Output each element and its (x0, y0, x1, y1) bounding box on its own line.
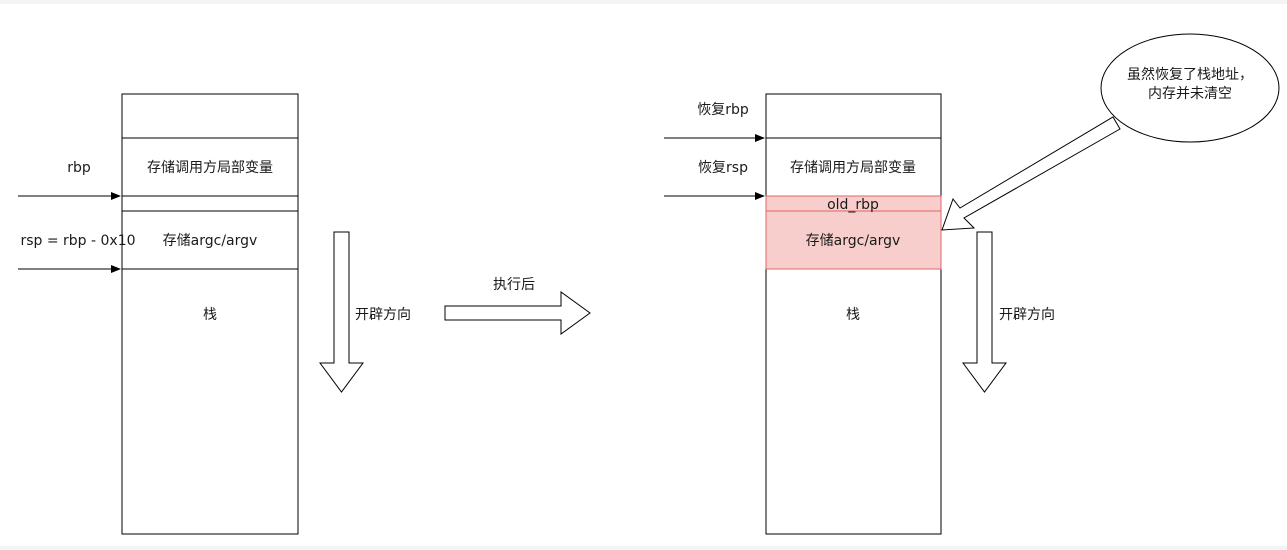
after-execution-label: 执行后 (493, 277, 535, 293)
right-argc-argv-text: 存储argc/argv (806, 233, 901, 249)
callout-bubble (1100, 33, 1280, 143)
right-down-arrow-icon (962, 231, 1007, 393)
left-rsp-label: rsp = rbp - 0x10 (20, 233, 135, 249)
left-direction-arrow: 开辟方向 (319, 231, 411, 393)
right-stack-text: 栈 (846, 307, 860, 323)
left-stack-frame (121, 93, 299, 535)
right-local-vars-text: 存储调用方局部变量 (790, 160, 916, 176)
left-direction-text: 开辟方向 (355, 307, 411, 323)
callout: 虽然恢复了栈地址， 内存并未清空 (941, 33, 1280, 231)
callout-line-2: 内存并未清空 (1148, 86, 1232, 102)
callout-line-1: 虽然恢复了栈地址， (1127, 66, 1253, 83)
left-rbp-label: rbp (67, 160, 91, 176)
restore-rbp-label: 恢复rbp (697, 101, 749, 118)
callout-pointer-arrow-icon (941, 116, 1121, 231)
right-stack: 存储调用方局部变量 old_rbp 存储argc/argv 栈 恢复rbp 恢复… (664, 93, 942, 535)
left-local-vars-text: 存储调用方局部变量 (147, 160, 273, 176)
transition-arrow: 执行后 (444, 277, 591, 335)
left-stack-text: 栈 (203, 307, 217, 323)
left-stack: 存储调用方局部变量 存储argc/argv 栈 rbp rsp = rbp - … (18, 93, 299, 535)
restore-rsp-label: 恢复rsp (698, 159, 748, 176)
right-stack-frame (765, 93, 942, 535)
left-down-arrow-icon (319, 231, 364, 393)
right-arrow-icon (444, 291, 591, 335)
old-rbp-text: old_rbp (827, 197, 879, 213)
right-direction-arrow: 开辟方向 (962, 231, 1055, 393)
right-argc-argv-cell (765, 210, 942, 270)
right-direction-text: 开辟方向 (999, 307, 1055, 323)
left-argc-argv-text: 存储argc/argv (163, 233, 258, 249)
